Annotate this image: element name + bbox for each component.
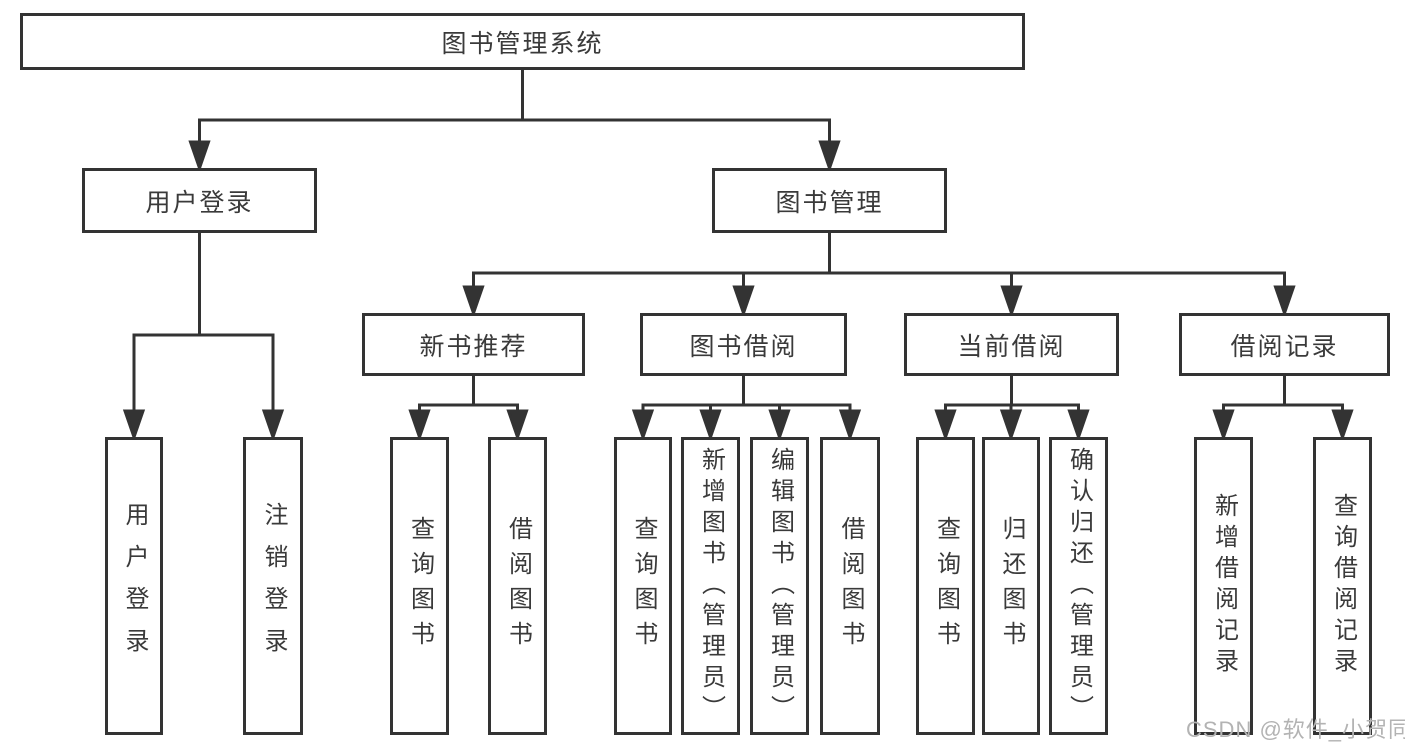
arrowhead-down-icon [122, 409, 146, 442]
arrowhead-down-icon [999, 409, 1023, 442]
leaf-borrowing-query-books: 查询图书 [614, 437, 672, 735]
arrowhead-down-icon [934, 409, 957, 442]
arrowhead-down-icon [732, 285, 755, 318]
node-current-borrowing: 当前借阅 [904, 313, 1119, 376]
node-book-borrowing: 图书借阅 [640, 313, 847, 376]
arrowhead-down-icon [631, 409, 655, 442]
node-user-login: 用户登录 [82, 168, 317, 233]
node-root-system: 图书管理系统 [20, 13, 1025, 70]
leaf-logout: 注销登录 [243, 437, 303, 735]
arrowhead-down-icon [1000, 285, 1023, 318]
arrowhead-down-icon [1212, 409, 1235, 442]
arrowhead-down-icon [838, 409, 862, 442]
leaf-current-query-books: 查询图书 [916, 437, 975, 735]
arrowhead-down-icon [1331, 409, 1354, 442]
leaf-user-login: 用户登录 [105, 437, 163, 735]
leaf-records-query-record: 查询借阅记录 [1313, 437, 1372, 735]
leaf-current-return-books: 归还图书 [982, 437, 1040, 735]
leaf-records-add-record: 新增借阅记录 [1194, 437, 1253, 735]
leaf-newbook-borrow-books: 借阅图书 [488, 437, 547, 735]
node-borrowing-records: 借阅记录 [1179, 313, 1390, 376]
arrowhead-down-icon [506, 409, 529, 442]
arrowhead-down-icon [188, 140, 211, 173]
arrowhead-down-icon [768, 409, 791, 442]
leaf-borrowing-borrow-books: 借阅图书 [820, 437, 880, 735]
arrowhead-down-icon [1273, 285, 1296, 318]
arrowhead-down-icon [818, 140, 841, 173]
arrowhead-down-icon [408, 409, 431, 442]
arrowhead-down-icon [261, 409, 285, 442]
csdn-watermark: CSDN @软件_小贺同学 [1186, 717, 1405, 742]
arrowhead-down-icon [699, 409, 722, 442]
node-new-book-recommend: 新书推荐 [362, 313, 585, 376]
leaf-newbook-query-books: 查询图书 [390, 437, 449, 735]
leaf-borrowing-add-books-admin: 新增图书（管理员） [681, 437, 740, 735]
arrowhead-down-icon [462, 285, 485, 318]
leaf-borrowing-edit-books-admin: 编辑图书（管理员） [750, 437, 809, 735]
leaf-current-confirm-return-admin: 确认归还（管理员） [1049, 437, 1108, 735]
arrowhead-down-icon [1067, 409, 1090, 442]
node-book-management: 图书管理 [712, 168, 947, 233]
